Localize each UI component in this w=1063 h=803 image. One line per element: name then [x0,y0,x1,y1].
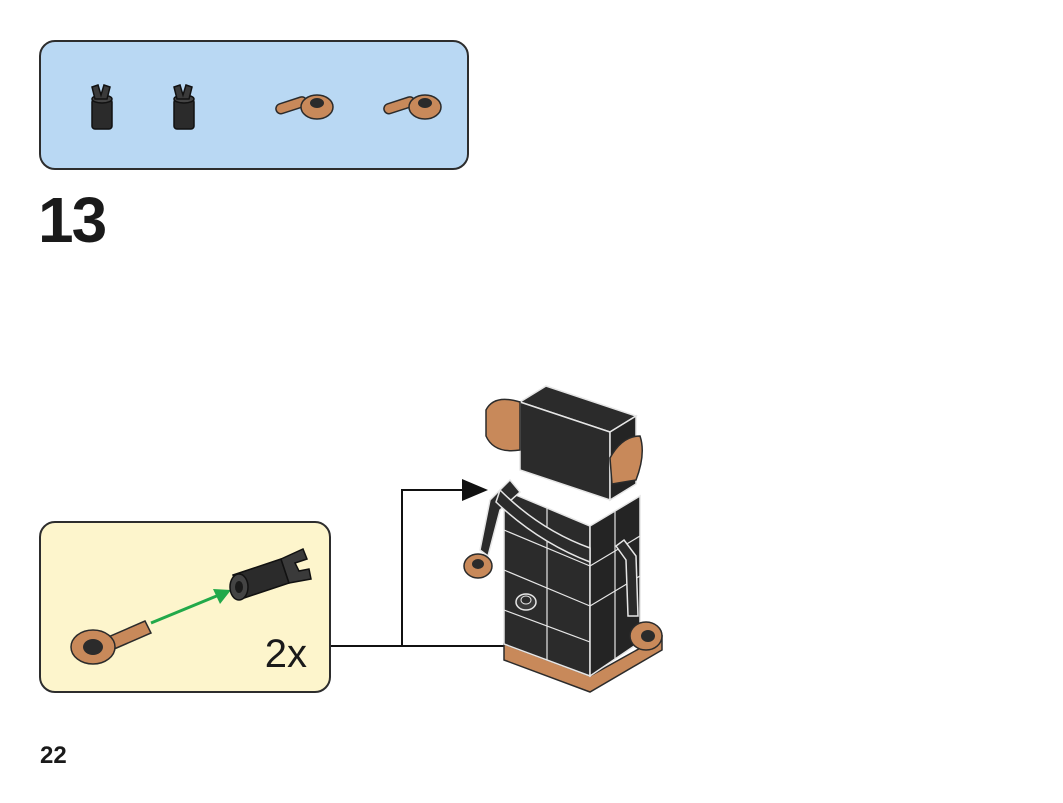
callout-tan-arm [70,620,153,665]
subassembly-callout: 2x [39,521,331,693]
assembly-arrow [150,589,231,625]
page-number: 22 [40,742,67,769]
part-tan-arm-1 [275,94,334,120]
step-number: 13 [38,184,107,256]
callout-black-clip [229,547,312,601]
part-tan-arm-2 [383,94,442,120]
quantity-label: 2x [264,632,307,676]
model-assembly-illustration [463,385,663,693]
part-black-clip-1 [91,84,113,130]
part-black-clip-2 [173,84,195,130]
parts-list-panel [39,40,469,170]
